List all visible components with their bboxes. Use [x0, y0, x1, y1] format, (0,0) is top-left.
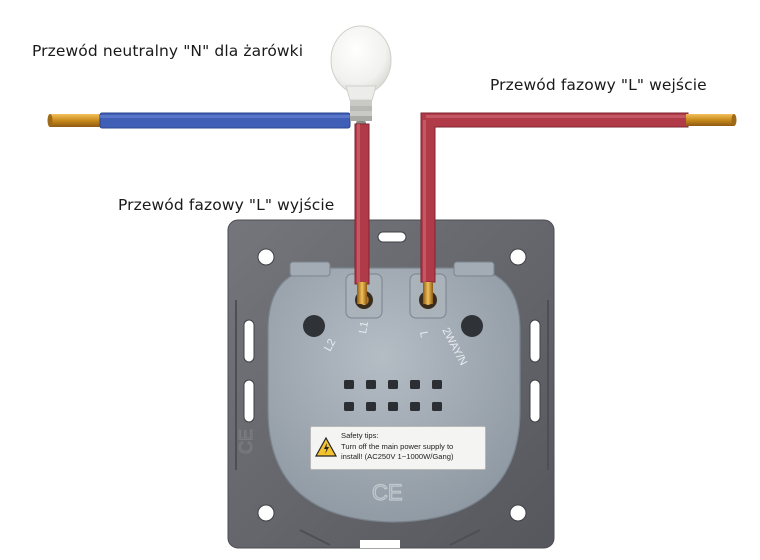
screw-hole-bottom-right — [509, 504, 527, 522]
sticker-line-2: Turn off the main power supply to — [341, 441, 454, 451]
terminal-label-l: L — [417, 330, 430, 338]
sticker-line-3: install! (AC250V 1~1000W/Gang) — [341, 452, 454, 461]
module-hole-right — [461, 315, 483, 337]
phase-output-label: Przewód fazowy "L" wyjście — [118, 196, 335, 214]
screw-hole-top-left — [257, 248, 275, 266]
terminal-label-l2: L2 — [322, 337, 338, 353]
switch-module: L2 L1 L 2WAY/N CE — [267, 261, 521, 523]
slot-right-lower — [529, 379, 541, 423]
light-bulb — [330, 25, 392, 127]
screw-hole-top-right — [509, 248, 527, 266]
slot-left-upper — [243, 319, 255, 363]
slot-top — [377, 231, 407, 243]
phase-output-wire — [354, 123, 370, 304]
phase-input-wire — [420, 112, 737, 304]
phase-input-label: Przewód fazowy "L" wejście — [490, 76, 707, 94]
module-hole-left — [303, 315, 325, 337]
neutral-wire — [47, 112, 351, 129]
neutral-wire-label: Przewód neutralny "N" dla żarówki — [32, 42, 304, 60]
slot-left-lower — [243, 379, 255, 423]
screw-hole-bottom-left — [257, 504, 275, 522]
sticker-line-1: Safety tips: — [341, 431, 379, 440]
slot-right-upper — [529, 319, 541, 363]
vent-grid — [344, 380, 442, 411]
ce-mark-module: CE — [372, 480, 403, 505]
terminal-label-l1: L1 — [357, 320, 371, 334]
safety-sticker: Safety tips: Turn off the main power sup… — [310, 426, 486, 470]
warning-icon — [315, 437, 337, 457]
ce-mark-frame: CE — [236, 429, 256, 454]
